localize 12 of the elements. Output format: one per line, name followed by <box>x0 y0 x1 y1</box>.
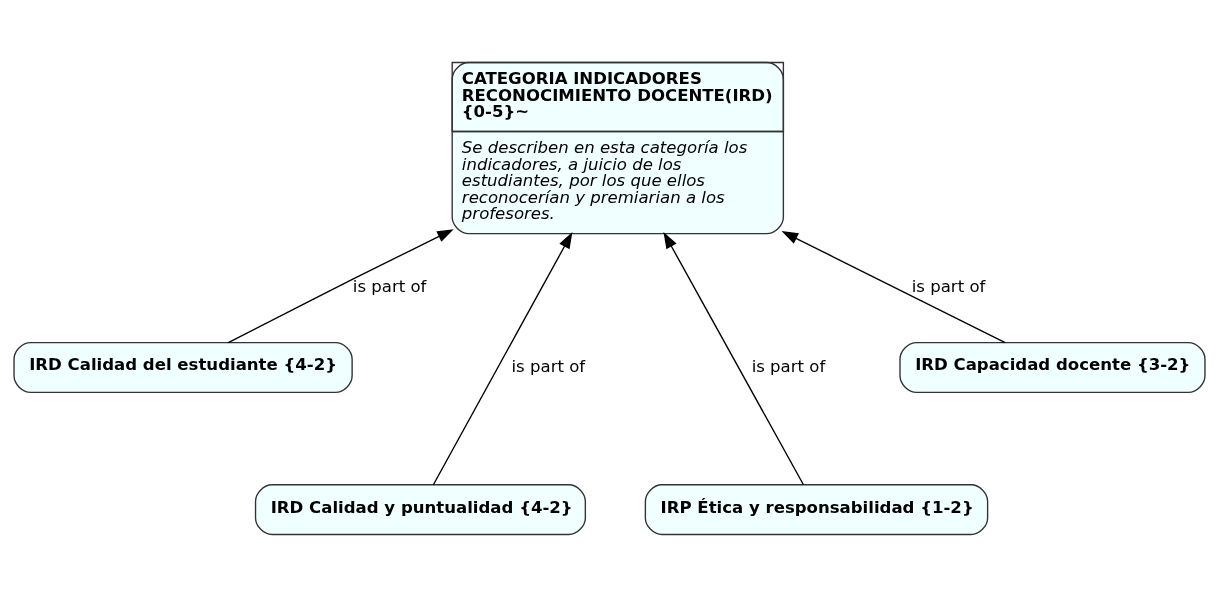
arrow <box>781 230 1006 343</box>
node-box: IRD Capacidad docente {3-2} <box>899 341 1206 393</box>
arrow <box>663 231 805 485</box>
edge-label: is part of <box>352 276 427 296</box>
node-box: IRD Calidad y puntualidad {4-2} <box>254 483 587 535</box>
node-box: IRP Ética y responsabilidad {1-2} <box>644 483 989 535</box>
edge-label: is part of <box>911 276 986 296</box>
arrow <box>227 228 454 343</box>
arrow <box>432 231 573 485</box>
edge-label: is part of <box>511 356 586 376</box>
node-box: IRD Calidad del estudiante {4-2} <box>13 341 353 393</box>
edge-label: is part of <box>751 356 826 376</box>
